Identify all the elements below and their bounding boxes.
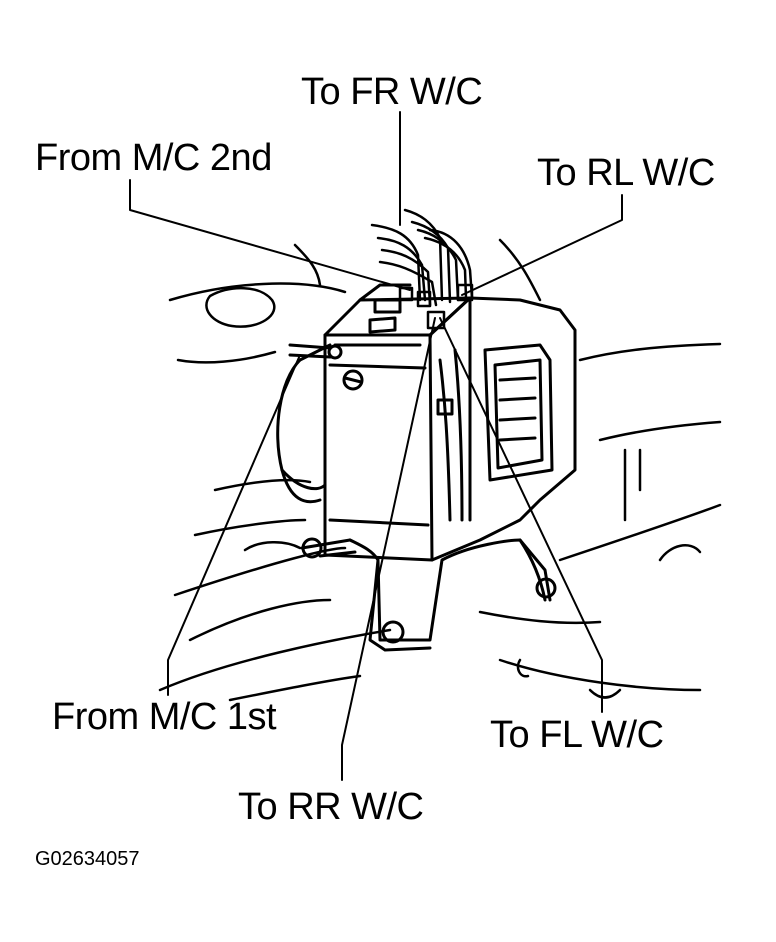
label-from-mc-2nd: From M/C 2nd (35, 137, 272, 179)
actuator-housing (276, 283, 577, 652)
brake-pipes (370, 208, 474, 330)
vehicle-body-lines (158, 238, 722, 702)
label-to-rr-wc: To RR W/C (238, 786, 424, 828)
label-from-mc-1st: From M/C 1st (52, 696, 277, 738)
label-to-rl-wc: To RL W/C (537, 152, 715, 194)
label-to-fr-wc: To FR W/C (301, 71, 483, 113)
leader-lines (129, 111, 623, 781)
figure-code: G02634057 (35, 848, 140, 870)
label-to-fl-wc: To FL W/C (490, 714, 664, 756)
